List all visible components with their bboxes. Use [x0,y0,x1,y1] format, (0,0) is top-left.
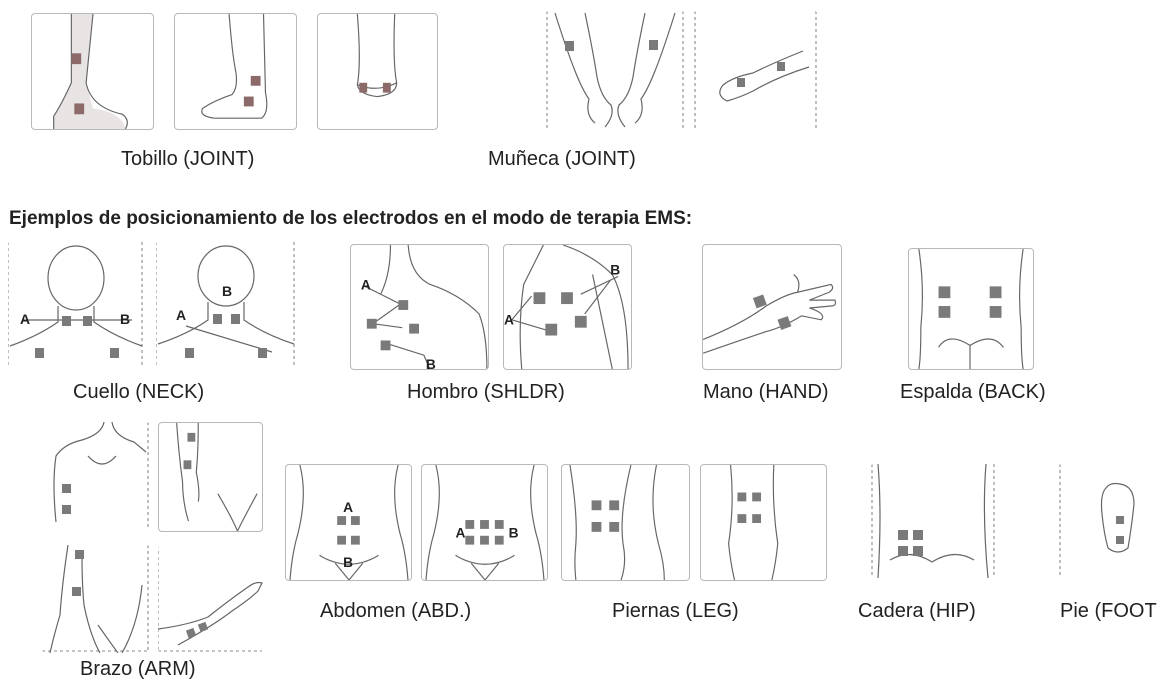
label-b: B [610,263,620,278]
caption-hand: Mano (HAND) [703,381,829,403]
label-a: A [456,526,466,541]
caption-arm: Brazo (ARM) [80,658,196,680]
wrist-illustration-2 [693,11,818,133]
shoulder-illustration-1: A B [350,244,489,370]
label-b: B [120,311,130,327]
foot-illustration [1058,464,1174,581]
label-b: B [222,283,232,299]
label-a: A [361,277,371,292]
label-b: B [343,555,353,570]
hip-illustration [870,464,997,581]
label-a: A [20,311,30,327]
abdomen-illustration-1: A B [285,464,412,581]
wrist-illustration-1 [545,11,685,133]
shoulder-illustration-2: B A [503,244,632,370]
leg-illustration-1 [561,464,690,581]
label-a: A [504,313,514,328]
label-b: B [509,526,519,541]
arm-illustration-1 [42,422,150,532]
caption-foot: Pie (FOOT [1060,600,1157,622]
hand-illustration [702,244,842,370]
arm-illustration-3 [42,545,150,653]
abdomen-illustration-2: A B [421,464,548,581]
section-heading: Ejemplos de posicionamiento de los elect… [9,208,693,229]
label-a: A [343,500,353,515]
caption-abdomen: Abdomen (ABD.) [320,600,472,622]
caption-ankle: Tobillo (JOINT) [121,148,255,170]
label-a: A [176,307,186,323]
arm-illustration-4 [158,545,264,653]
label-b: B [426,357,436,369]
caption-wrist: Muñeca (JOINT) [488,148,636,170]
ankle-illustration-1 [31,13,154,130]
neck-illustration-1: A B [8,240,144,370]
leg-illustration-2 [700,464,827,581]
back-illustration [908,248,1034,370]
caption-neck: Cuello (NECK) [73,381,205,403]
neck-illustration-2: B A [156,240,296,370]
caption-shoulder: Hombro (SHLDR) [407,381,565,403]
caption-leg: Piernas (LEG) [612,600,739,622]
ankle-illustration-2 [174,13,297,130]
ankle-illustration-3 [317,13,438,130]
arm-illustration-2 [158,422,263,532]
caption-hip: Cadera (HIP) [858,600,976,622]
caption-back: Espalda (BACK) [900,381,1046,403]
